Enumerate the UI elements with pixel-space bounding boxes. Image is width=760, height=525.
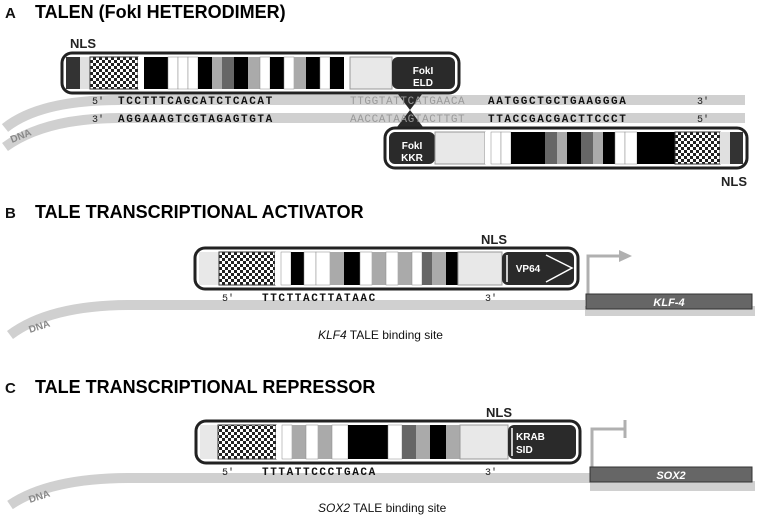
dna-label-a: DNA — [9, 127, 33, 145]
talen-top: FokI ELD NLS — [60, 36, 461, 110]
caption-b-text: TALE binding site — [347, 328, 444, 342]
gene-label-sox2: SOX2 — [656, 470, 685, 482]
dna-strand-c-left — [7, 473, 590, 510]
seq-c-3prime: 3' — [485, 467, 497, 479]
caption-c-text: TALE binding site — [350, 501, 447, 515]
vp64-label: VP64 — [516, 264, 541, 275]
bottom-strand-3prime: 3' — [92, 114, 104, 126]
foki-eld-tip — [397, 93, 423, 110]
promoter-arrowhead-b — [619, 250, 632, 262]
foki-kkr-label-1: FokI — [402, 141, 423, 152]
caption-c-gene: SOX2 — [318, 501, 350, 515]
nls-label-c: NLS — [486, 405, 512, 420]
bottom-strand-spacer: AACCATAAGTACTTGT — [350, 114, 465, 126]
nls-label-b: NLS — [481, 232, 507, 247]
top-strand-5prime: 5' — [92, 96, 104, 108]
bottom-strand-right-site: TTACCGACGACTTCCCT — [488, 114, 627, 126]
seq-b-3prime: 3' — [485, 293, 497, 305]
n-terminal-domain — [89, 56, 139, 90]
foki-kkr-tip — [397, 110, 423, 127]
binding-site-caption-b: KLF4 TALE binding site — [318, 328, 443, 342]
sid-label: SID — [516, 445, 533, 456]
nls-label-top: NLS — [70, 36, 96, 51]
seq-c-5prime: 5' — [222, 467, 234, 479]
promoter-arrow-b — [586, 254, 620, 295]
seq-c-binding-site: TTTATTCCCTGACA — [262, 467, 377, 479]
gene-box-klf4 — [585, 293, 753, 310]
nls-label-bottom: NLS — [721, 174, 747, 189]
dna-bottom-strand — [2, 113, 745, 152]
binding-site-caption-c: SOX2 TALE binding site — [318, 501, 447, 515]
seq-b-5prime: 5' — [222, 293, 234, 305]
panel-c-letter: C — [5, 380, 16, 397]
panel-b: B TALE TRANSCRIPTIONAL ACTIVATOR DNA — [5, 202, 755, 342]
c-terminal-domain — [349, 56, 393, 90]
top-strand-left-site: TCCTTTCAGCATCTCACAT — [118, 96, 274, 108]
krab-label: KRAB — [516, 432, 545, 443]
vp64-arrow-shape — [545, 254, 574, 283]
tale-activator: VP64 NLS — [193, 232, 580, 291]
gene-label-klf4: KLF-4 — [653, 297, 684, 309]
foki-eld-label-1: FokI — [413, 66, 434, 77]
foki-kkr-domain — [389, 132, 435, 164]
foki-eld-domain — [392, 57, 455, 89]
panel-a: A TALEN (FokI HETERODIMER) DNA — [1, 2, 749, 189]
bottom-strand-5prime: 5' — [697, 114, 709, 126]
foki-kkr-label-2: KKR — [401, 153, 423, 164]
foki-eld-label-2: ELD — [413, 78, 433, 89]
dna-strand-b-left — [7, 300, 585, 340]
talen-bottom: FokI KKR NLS — [383, 110, 749, 189]
dna-top-strand — [1, 95, 745, 132]
panel-c-title: TALE TRANSCRIPTIONAL REPRESSOR — [35, 377, 375, 397]
seq-b-binding-site: TTCTTACTTATAAC — [262, 293, 377, 305]
top-strand-spacer: TTGGTATTCATGAACA — [350, 96, 465, 108]
tale-repressor: KRAB SID NLS — [194, 405, 582, 465]
krab-sid-domain — [508, 425, 576, 459]
panel-a-title: TALEN (FokI HETERODIMER) — [35, 2, 286, 22]
bottom-strand-left-site: AGGAAAGTCGTAGAGTGTA — [118, 114, 274, 126]
caption-b-gene: KLF4 — [318, 328, 347, 342]
repression-line — [590, 427, 624, 468]
gene-box-sox2 — [589, 466, 753, 483]
panel-b-letter: B — [5, 205, 16, 222]
top-strand-right-site: AATGGCTGCTGAAGGGA — [488, 96, 627, 108]
top-strand-3prime: 3' — [697, 96, 709, 108]
panel-a-letter: A — [5, 5, 16, 22]
panel-b-title: TALE TRANSCRIPTIONAL ACTIVATOR — [35, 202, 364, 222]
panel-c: C TALE TRANSCRIPTIONAL REPRESSOR DNA KRA… — [5, 377, 755, 515]
